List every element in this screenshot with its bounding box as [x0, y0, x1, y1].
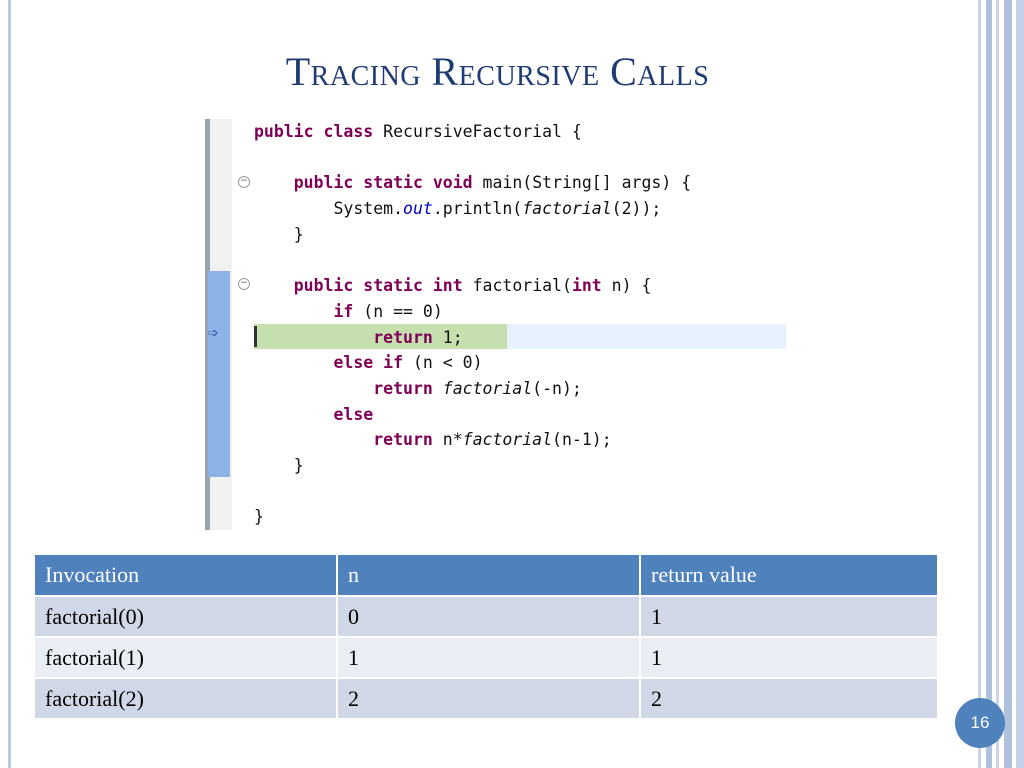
cell-invocation: factorial(1) — [35, 637, 338, 679]
cell-n: 1 — [337, 637, 641, 679]
code-line: public class RecursiveFactorial { — [254, 122, 582, 141]
column-header-invocation: Invocation — [35, 555, 338, 597]
editor-overview-ruler — [205, 119, 210, 530]
table-header-row: Invocation n return value — [35, 555, 939, 597]
cell-n: 2 — [337, 678, 641, 720]
code-line: public static void main(String[] args) { — [293, 173, 692, 193]
code-line: return n*factorial(n-1); — [373, 430, 612, 450]
code-line: else if (n < 0) — [333, 353, 483, 373]
code-line: else — [333, 404, 374, 424]
code-line: if (n == 0) — [333, 301, 443, 321]
code-line: ​ — [254, 479, 691, 505]
slide-side-stripes — [974, 0, 1024, 768]
column-header-return-value: return value — [640, 555, 939, 597]
code-line: } — [254, 224, 304, 244]
table-row: factorial(2) 2 2 — [35, 678, 939, 720]
code-line: System.out.println(factorial(2)); — [254, 199, 662, 219]
table-row: factorial(0) 0 1 — [35, 596, 939, 638]
code-line: } — [254, 455, 304, 475]
fold-collapse-icon[interactable]: − — [238, 176, 250, 188]
cell-invocation: factorial(0) — [35, 596, 338, 638]
recursion-trace-table: Invocation n return value factorial(0) 0… — [35, 555, 939, 720]
code-line: ​ — [254, 247, 691, 273]
cell-return-value: 1 — [640, 637, 939, 679]
column-header-n: n — [337, 555, 641, 597]
cell-return-value: 1 — [640, 596, 939, 638]
cell-n: 0 — [337, 596, 641, 638]
slide-page-number: 16 — [955, 698, 1005, 748]
cell-invocation: factorial(2) — [35, 678, 338, 720]
code-line: ​ — [254, 145, 691, 171]
code-line: return 1; — [373, 327, 463, 347]
code-line: } — [254, 507, 264, 527]
instruction-pointer-icon: ➩ — [208, 326, 219, 341]
debug-current-statement-highlight — [254, 324, 507, 349]
code-line: public static int factorial(int n) { — [293, 276, 652, 296]
code-line: return factorial(-n); — [373, 378, 582, 398]
current-method-range-indicator — [208, 271, 230, 477]
fold-collapse-icon[interactable]: − — [238, 278, 250, 290]
cell-return-value: 2 — [640, 678, 939, 720]
text-caret — [254, 326, 257, 347]
slide-frame-left — [8, 0, 11, 768]
slide-title: Tracing Recursive Calls — [285, 49, 710, 94]
table-row: factorial(1) 1 1 — [35, 637, 939, 679]
code-editor: ➩ − − public class RecursiveFactorial { ​… — [205, 119, 786, 530]
java-source-code[interactable]: public class RecursiveFactorial { ​ publi… — [254, 119, 691, 530]
